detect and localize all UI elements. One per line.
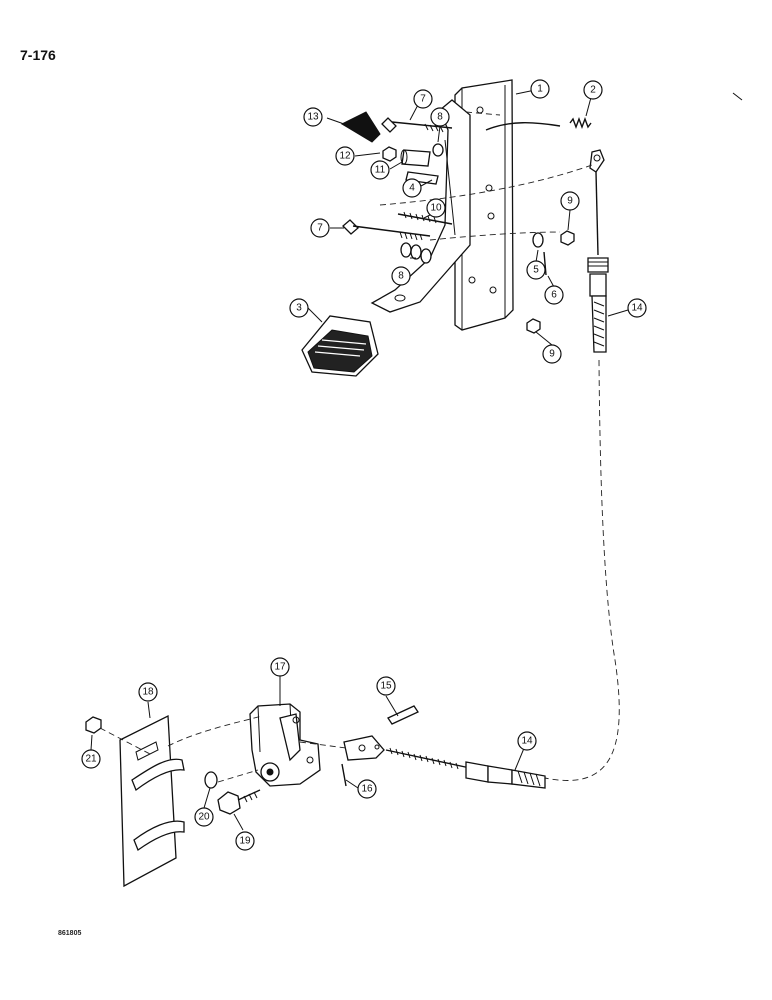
callout-8-lower: 8: [391, 266, 411, 286]
cable-upper: [587, 149, 609, 353]
cable-lower: [385, 747, 546, 789]
return-spring: [485, 117, 592, 131]
svg-text:21: 21: [85, 754, 97, 765]
callout-9-lower: 9: [542, 344, 562, 364]
callout-14-upper: 14: [627, 298, 647, 318]
stray-mark: [732, 92, 743, 101]
callout-5: 5: [526, 260, 546, 280]
screw: [397, 211, 453, 225]
nut-9-upper: [560, 230, 575, 246]
svg-text:8: 8: [437, 112, 443, 123]
callout-9-upper: 9: [560, 191, 580, 211]
washer-20: [204, 771, 218, 789]
callout-17: 17: [270, 657, 290, 677]
bolt-19: [217, 789, 261, 815]
cable-route-line: [544, 359, 620, 781]
cotter-pin-upper: [543, 251, 547, 276]
callout-15: 15: [376, 676, 396, 696]
svg-text:17: 17: [274, 662, 286, 673]
assembly-lines-lower: [99, 715, 347, 783]
svg-text:9: 9: [567, 196, 573, 207]
callout-lines: [90, 88, 629, 831]
nut-9-lower: [526, 318, 541, 334]
washer-5: [532, 232, 544, 248]
bushing: [400, 149, 431, 167]
svg-text:9: 9: [549, 349, 555, 360]
assembly-lines-upper: [379, 111, 593, 241]
knob: [340, 111, 381, 143]
callout-13: 13: [303, 107, 323, 127]
svg-text:15: 15: [380, 681, 392, 692]
callout-20: 20: [194, 807, 214, 827]
svg-text:12: 12: [339, 151, 351, 162]
callout-19: 19: [235, 831, 255, 851]
cable-clevis: [343, 735, 385, 761]
callout-14-lower: 14: [517, 731, 537, 751]
callout-4: 4: [402, 178, 422, 198]
svg-text:6: 6: [551, 290, 557, 301]
pin-15: [387, 705, 419, 725]
bolt-lower: [342, 219, 431, 241]
callout-6: 6: [544, 285, 564, 305]
svg-text:11: 11: [375, 165, 386, 176]
svg-text:18: 18: [142, 687, 154, 698]
pedal-arm: [370, 99, 471, 313]
nut-upper: [382, 146, 397, 162]
svg-text:14: 14: [631, 303, 643, 314]
svg-text:1: 1: [537, 84, 543, 95]
nut-21: [85, 716, 102, 734]
callout-16: 16: [357, 779, 377, 799]
callout-18: 18: [138, 682, 158, 702]
svg-text:5: 5: [533, 265, 539, 276]
svg-text:7: 7: [420, 94, 426, 105]
washers-lower: [400, 242, 432, 264]
svg-text:4: 4: [409, 183, 415, 194]
callout-12: 12: [335, 146, 355, 166]
callout-11: 11: [370, 160, 390, 180]
pedal-pad: [301, 315, 379, 377]
cotter-pin-16: [341, 763, 347, 787]
svg-text:20: 20: [198, 812, 210, 823]
svg-text:16: 16: [361, 784, 373, 795]
svg-text:8: 8: [398, 271, 404, 282]
svg-text:3: 3: [296, 303, 302, 314]
bolt-upper: [381, 117, 453, 133]
callout-10: 10: [426, 198, 446, 218]
svg-text:19: 19: [239, 836, 251, 847]
svg-text:14: 14: [521, 736, 533, 747]
washer-upper: [432, 143, 444, 157]
callout-7-lower: 7: [310, 218, 330, 238]
callout-3: 3: [289, 298, 309, 318]
callout-7-upper: 7: [413, 89, 433, 109]
callout-1: 1: [530, 79, 550, 99]
mounting-plate: [119, 714, 185, 888]
svg-text:13: 13: [307, 112, 319, 123]
svg-text:10: 10: [430, 203, 442, 214]
figure-code: 861805: [58, 930, 82, 937]
callout-8-upper: 8: [430, 107, 450, 127]
svg-text:7: 7: [317, 223, 323, 234]
page-number: 7-176: [20, 47, 56, 63]
callout-21: 21: [81, 749, 101, 769]
svg-text:2: 2: [590, 85, 596, 96]
callout-2: 2: [583, 80, 603, 100]
valve-body: [249, 703, 321, 787]
